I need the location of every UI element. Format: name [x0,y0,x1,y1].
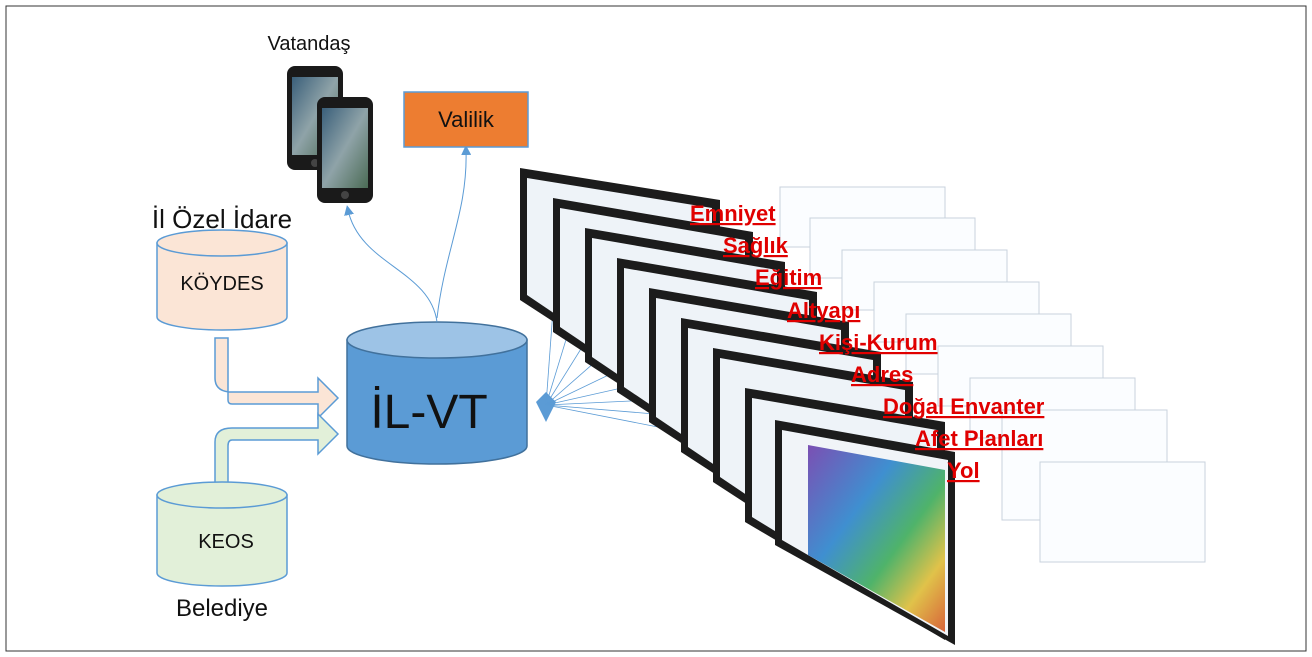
module-altyapi: Altyapı [787,298,860,323]
module-saglik: Sağlık [723,233,789,258]
module-kisi-kurum: Kişi-Kurum [819,330,938,355]
module-egitim: Eğitim [755,265,822,290]
module-adres: Adres [851,362,913,387]
module-yol: Yol [947,458,980,483]
connector-node [536,392,556,422]
keos-database: KEOS [156,481,288,587]
keos-label: KEOS [198,531,254,553]
koydes-label: KÖYDES [180,273,263,295]
background-windows [779,186,1206,563]
connector-to-governorship [436,145,472,319]
module-dogal-envanter: Doğal Envanter [883,394,1045,419]
citizen-label: Vatandaş [267,33,350,55]
municipality-label: Belediye [176,595,268,622]
module-labels: Emniyet Sağlık Eğitim Altyapı Kişi-Kurum… [690,201,1045,483]
monitor-front-map [775,420,955,645]
phone-icons [287,66,373,203]
module-afet-planlari: Afet Planları [915,426,1043,451]
koydes-flow-arrow [214,337,340,420]
keos-flow-arrow [214,412,340,491]
central-database: İL-VT [346,321,528,465]
monitor-stack [520,168,955,645]
governorship-box: Valilik [403,91,529,148]
special-admin-label: İl Özel İdare [152,204,292,234]
phone-front [317,97,373,203]
koydes-database: KÖYDES [156,229,288,331]
connector-to-citizen [344,205,438,323]
terrain-map-image [808,445,945,632]
module-emniyet: Emniyet [690,201,776,226]
central-db-label: İL-VT [370,386,487,439]
governorship-label: Valilik [438,107,495,132]
